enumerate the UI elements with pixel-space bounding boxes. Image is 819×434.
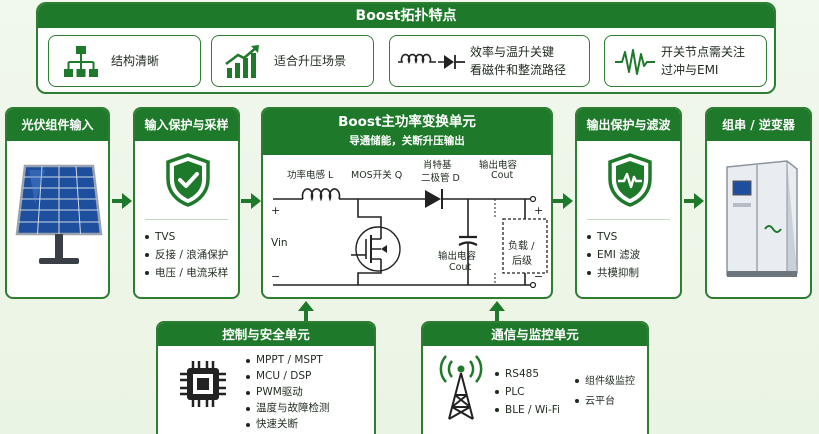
comm-title: 通信与监控单元 xyxy=(423,323,647,346)
features-title: Boost拓扑特点 xyxy=(38,4,774,28)
control-safety-card: 控制与安全单元 MPPT / MSPT MCU / DSP PWM驱动 温度与故… xyxy=(156,321,376,434)
feature-text-line2: 看磁件和整流路径 xyxy=(470,63,567,77)
feature-text-line2: 过冲与EMI xyxy=(661,63,719,77)
inductor-diode-icon xyxy=(398,52,466,72)
list-item: TVS xyxy=(143,228,228,246)
vin-plus: + xyxy=(271,204,281,217)
pv-input-card: 光伏组件输入 xyxy=(5,107,110,299)
list-item: 温度与故障检测 xyxy=(244,400,330,416)
feature-item-structure: 结构清晰 xyxy=(48,35,201,87)
output-protection-card: 输出保护与滤波 TVS EMI 滤波 共模抑制 xyxy=(575,107,682,299)
up-arrow-icon xyxy=(487,300,507,322)
inverter-card: 组串 / 逆变器 xyxy=(705,107,812,299)
list-item: PWM驱动 xyxy=(244,384,330,400)
chip-icon xyxy=(178,359,228,409)
feature-text: 效率与温升关键 xyxy=(470,45,555,59)
feature-item-efficiency: 效率与温升关键 看磁件和整流路径 xyxy=(389,35,590,87)
divider xyxy=(587,219,670,220)
input-protection-list: TVS 反接 / 浪涌保护 电压 / 电流采样 xyxy=(143,228,228,282)
list-item: 共模抑制 xyxy=(585,264,640,282)
inverter-title: 组串 / 逆变器 xyxy=(707,109,810,141)
vin-minus: − xyxy=(271,270,281,283)
vin-label: Vin xyxy=(271,237,288,249)
diode-label-2: 二极管 D xyxy=(421,173,460,184)
list-item: RS485 xyxy=(493,365,560,383)
comm-list: RS485 PLC BLE / Wi-Fi xyxy=(493,365,560,419)
input-protection-card: 输入保护与采样 TVS 反接 / 浪涌保护 电压 / 电流采样 xyxy=(133,107,240,299)
flow-arrow-icon xyxy=(240,191,262,211)
list-item: PLC xyxy=(493,383,560,401)
feature-item-emi: 开关节点需关注 过冲与EMI xyxy=(604,35,767,87)
shield-waveform-icon xyxy=(607,153,653,207)
boost-header: Boost主功率变换单元 导通储能，关断升压输出 xyxy=(263,109,551,155)
list-item: 云平台 xyxy=(573,392,635,412)
list-item: 反接 / 浪涌保护 xyxy=(143,246,228,264)
flow-arrow-icon xyxy=(552,191,574,211)
load-label-2: 后级 xyxy=(512,256,532,267)
input-protection-title: 输入保护与采样 xyxy=(135,109,238,141)
list-item: MCU / DSP xyxy=(244,368,330,384)
flow-arrow-icon xyxy=(683,191,705,211)
list-item: MPPT / MSPT xyxy=(244,352,330,368)
feature-text: 适合升压场景 xyxy=(274,54,347,68)
output-protection-list: TVS EMI 滤波 共模抑制 xyxy=(585,228,640,282)
list-item: BLE / Wi-Fi xyxy=(493,401,560,419)
vout-minus: − xyxy=(534,270,544,283)
growth-chart-icon xyxy=(224,44,262,80)
cout-top-label-1: 输出电容 xyxy=(479,160,518,171)
pv-title: 光伏组件输入 xyxy=(7,109,108,141)
vout-plus: + xyxy=(534,204,544,217)
cout-top-label-2: Cout xyxy=(491,170,514,181)
list-item: 电压 / 电流采样 xyxy=(143,264,228,282)
inductor-label: 功率电感 L xyxy=(287,170,334,181)
feature-text: 结构清晰 xyxy=(111,54,160,68)
boost-title: Boost主功率变换单元 xyxy=(338,114,476,130)
hierarchy-icon xyxy=(63,45,99,79)
diode-label-1: 肖特基 xyxy=(423,160,452,171)
flow-arrow-icon xyxy=(111,191,133,211)
shield-check-icon xyxy=(165,153,211,207)
comm-list-secondary: 组件级监控 云平台 xyxy=(573,372,635,412)
inverter-cabinet-icon xyxy=(721,159,801,279)
features-card: Boost拓扑特点 结构清晰 适合升压场景 效率与温升关键 看磁件和整流路径 开… xyxy=(36,2,776,94)
solar-panel-icon xyxy=(15,164,103,270)
control-list: MPPT / MSPT MCU / DSP PWM驱动 温度与故障检测 快速关断 xyxy=(244,352,330,432)
feature-text: 开关节点需关注 xyxy=(661,45,746,59)
load-label-1: 负载 / xyxy=(508,241,535,252)
list-item: EMI 滤波 xyxy=(585,246,640,264)
up-arrow-icon xyxy=(296,300,316,322)
boost-circuit-diagram xyxy=(273,188,548,289)
output-protection-title: 输出保护与滤波 xyxy=(577,109,680,141)
list-item: 快速关断 xyxy=(244,416,330,432)
list-item: 组件级监控 xyxy=(573,372,635,392)
antenna-tower-icon xyxy=(435,355,487,421)
cout-bottom-label-1: 输出电容 xyxy=(438,251,477,262)
mos-label: MOS开关 Q xyxy=(351,170,403,181)
list-item: TVS xyxy=(585,228,640,246)
cout-bottom-label-2: Cout xyxy=(449,262,472,273)
control-title: 控制与安全单元 xyxy=(158,323,374,346)
boost-unit-card: Boost主功率变换单元 导通储能，关断升压输出 功率电感 L M xyxy=(261,107,553,299)
comm-monitor-card: 通信与监控单元 RS485 PLC BLE / Wi-Fi 组件级监控 云平台 xyxy=(421,321,649,434)
waveform-icon xyxy=(615,48,655,76)
divider xyxy=(145,219,228,220)
boost-subtitle: 导通储能，关断升压输出 xyxy=(349,135,465,147)
feature-item-boost: 适合升压场景 xyxy=(211,35,374,87)
